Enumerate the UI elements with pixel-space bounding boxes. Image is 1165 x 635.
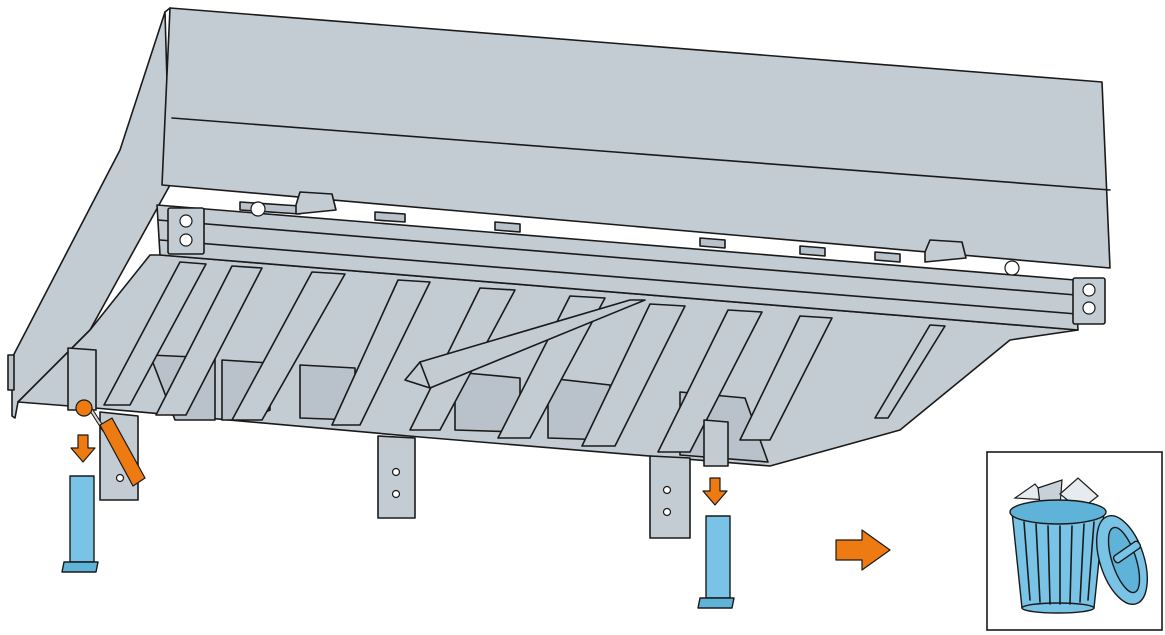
transport-leg-right	[697, 515, 735, 609]
transport-leg-left	[61, 475, 99, 573]
side-skirt	[7, 11, 171, 419]
trash-can-icon	[1009, 477, 1148, 614]
hinge-lug-right	[924, 239, 1020, 276]
leg-bracket-left	[67, 347, 97, 411]
hinge-beam	[156, 191, 1106, 331]
leg-bracket-right	[703, 419, 729, 467]
hinge-lug-left	[250, 191, 337, 217]
screwdriver-icon	[75, 399, 146, 487]
bolt-plate-right	[1072, 277, 1106, 325]
support-post-center	[377, 435, 416, 519]
arrow-down-icon	[70, 434, 96, 463]
bolt-plate-left	[167, 207, 205, 255]
arrow-down-icon	[702, 477, 728, 506]
deck-plate	[161, 7, 1111, 269]
arrow-right-icon	[835, 529, 891, 571]
support-post-right	[649, 455, 691, 539]
